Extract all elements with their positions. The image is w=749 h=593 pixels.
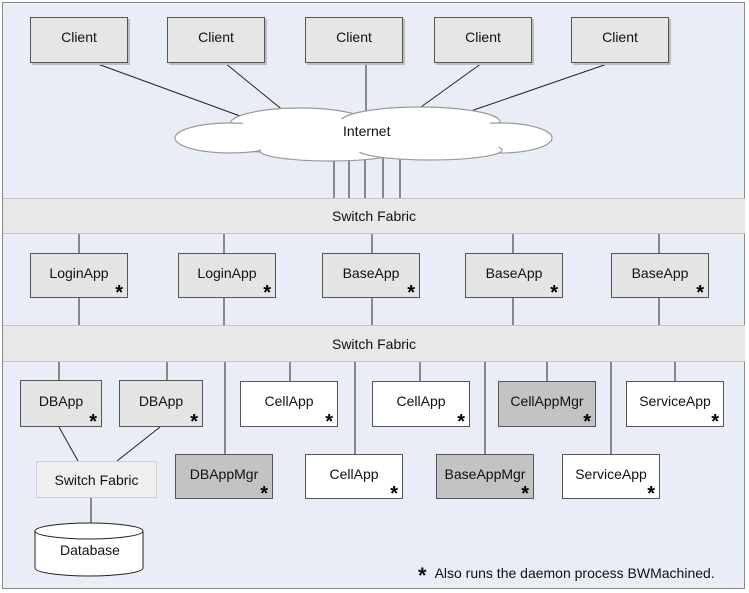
switch-fabric-middle: Switch Fabric [3, 325, 745, 362]
serviceapp-box: ServiceApp * [562, 454, 660, 504]
client-box: Client [571, 17, 669, 63]
client-label: Client [61, 29, 97, 45]
server-label: CellApp [264, 393, 314, 409]
client-label: Client [336, 29, 372, 45]
baseappmgr-box: BaseAppMgr * [436, 454, 534, 504]
legend: * Also runs the daemon process BWMachine… [418, 560, 715, 588]
daemon-star-icon: * [115, 282, 123, 304]
baseapp-box: BaseApp * [611, 253, 709, 303]
daemon-star-icon: * [696, 282, 704, 304]
daemon-star-icon: * [521, 483, 529, 505]
server-label: DBAppMgr [189, 465, 259, 482]
client-label: Client [198, 29, 234, 45]
dbapp-box: DBApp * [119, 380, 203, 432]
server-label: CellAppMgr [510, 393, 584, 409]
server-label: CellApp [396, 393, 446, 409]
server-label: BaseApp [485, 264, 543, 281]
daemon-star-icon: * [583, 411, 591, 433]
cellapp-box: CellApp * [305, 454, 403, 504]
server-label: ServiceApp [639, 393, 711, 409]
daemon-star-icon: * [190, 411, 198, 433]
baseapp-box: BaseApp * [465, 253, 563, 303]
server-label: ServiceApp [575, 465, 647, 482]
client-box: Client [30, 17, 128, 63]
daemon-star-icon: * [711, 411, 719, 433]
daemon-star-icon: * [325, 411, 333, 433]
daemon-star-icon: * [407, 282, 415, 304]
daemon-star-icon: * [647, 483, 655, 505]
switch-fabric-label: Switch Fabric [331, 335, 417, 352]
legend-star-icon: * [418, 563, 427, 588]
database-cylinder [34, 522, 144, 577]
daemon-star-icon: * [550, 282, 558, 304]
dbapp-box: DBApp * [20, 380, 102, 432]
serviceapp-box: ServiceApp * [626, 381, 724, 432]
cellappmgr-box: CellAppMgr * [498, 381, 596, 432]
server-label: LoginApp [197, 264, 257, 281]
loginapp-box: LoginApp * [178, 253, 276, 303]
client-box: Client [305, 17, 403, 63]
client-label: Client [465, 29, 501, 45]
switch-fabric-database: Switch Fabric [36, 461, 157, 498]
daemon-star-icon: * [260, 483, 268, 505]
daemon-star-icon: * [457, 411, 465, 433]
server-label: CellApp [329, 465, 379, 482]
server-label: BaseAppMgr [444, 465, 526, 482]
switch-fabric-top: Switch Fabric [3, 198, 745, 234]
internet-label: Internet [343, 123, 391, 139]
server-label: BaseApp [342, 264, 400, 281]
switch-fabric-label: Switch Fabric [54, 471, 139, 488]
loginapp-box: LoginApp * [30, 253, 128, 303]
database-label: Database [60, 542, 120, 558]
server-label: DBApp [138, 392, 184, 409]
daemon-star-icon: * [390, 483, 398, 505]
cellapp-box: CellApp * [240, 381, 338, 432]
daemon-star-icon: * [263, 282, 271, 304]
server-label: BaseApp [631, 264, 689, 281]
dbappmgr-box: DBAppMgr * [175, 454, 273, 504]
cellapp-box: CellApp * [372, 381, 470, 432]
client-label: Client [602, 29, 638, 45]
client-box: Client [434, 17, 532, 63]
server-label: DBApp [38, 392, 84, 409]
switch-fabric-label: Switch Fabric [331, 208, 417, 224]
baseapp-box: BaseApp * [322, 253, 420, 303]
legend-text: Also runs the daemon process BWMachined. [434, 565, 715, 581]
client-box: Client [167, 17, 265, 63]
server-label: LoginApp [49, 264, 109, 281]
daemon-star-icon: * [89, 411, 97, 433]
